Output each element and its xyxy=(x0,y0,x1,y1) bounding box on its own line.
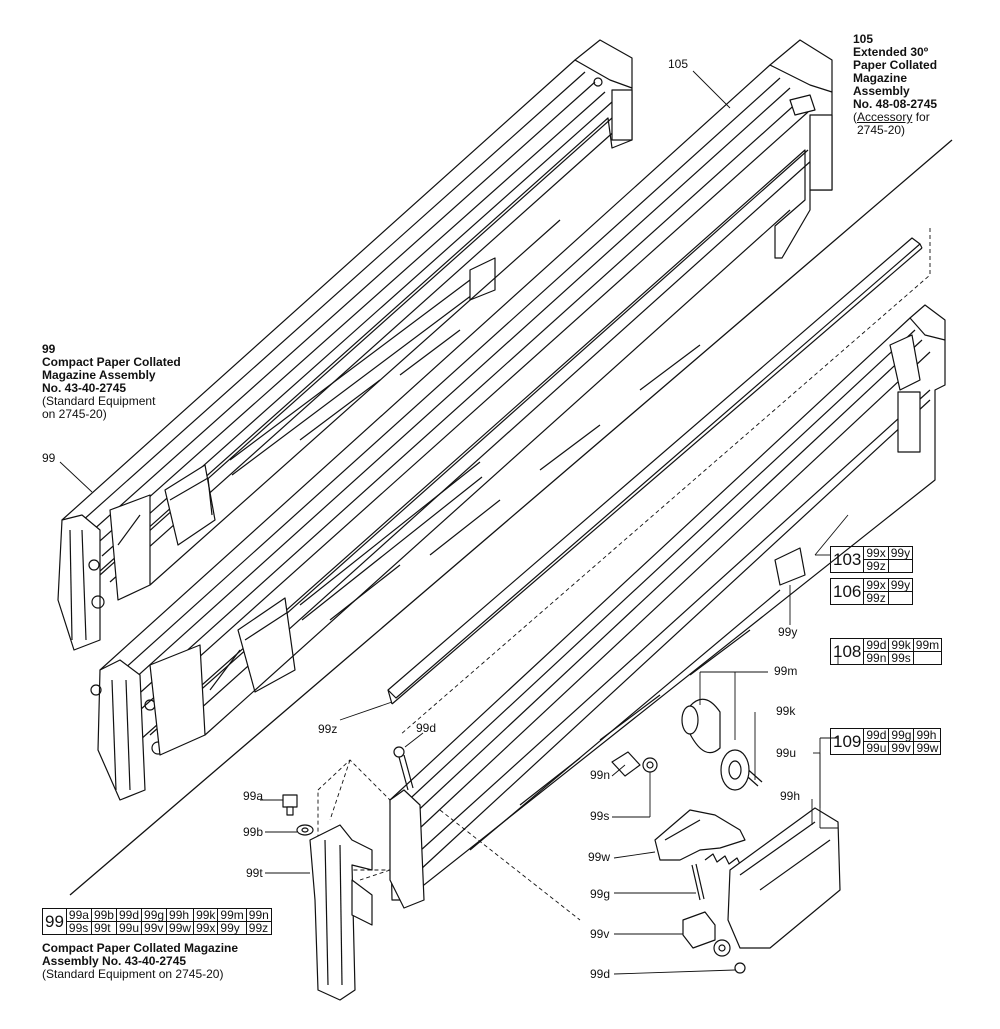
kit-cell: 99d xyxy=(115,908,143,922)
kit-cell: 99k xyxy=(193,908,219,922)
note-99-title-3: No. 43-40-2745 xyxy=(42,381,127,395)
label-99v: 99v xyxy=(590,927,609,941)
label-99k: 99k xyxy=(776,704,796,718)
kit-cell: 99x xyxy=(193,921,219,935)
note-105-sub: (Accessory for xyxy=(853,110,930,124)
kit-cell: 99a xyxy=(65,908,92,922)
note-bottom: Compact Paper Collated Magazine Assembly… xyxy=(42,942,302,981)
label-99w: 99w xyxy=(588,850,610,864)
note-105-sub2: 2745-20) xyxy=(857,123,906,137)
label-99s: 99s xyxy=(590,809,609,823)
note-99-sub-2: on 2745-20) xyxy=(42,407,107,421)
note-99: 99 Compact Paper Collated Magazine Assem… xyxy=(42,343,212,421)
leader-lines xyxy=(59,70,849,975)
note-bottom-title-2: Assembly No. 43-40-2745 xyxy=(42,954,187,968)
note-105-title-3: Magazine xyxy=(853,71,908,85)
label-99y: 99y xyxy=(778,625,797,639)
kit-cell xyxy=(887,559,914,573)
kit-106-id: 106 xyxy=(829,578,865,605)
kit-table-109: 109 99d 99g 99h 99u 99v 99w xyxy=(829,728,942,755)
accessory-link[interactable]: Accessory xyxy=(857,110,913,124)
note-bottom-title-1: Compact Paper Collated Magazine xyxy=(42,941,239,955)
note-105-title-5: No. 48-08-2745 xyxy=(853,97,938,111)
kit-cell: 99v xyxy=(141,921,168,935)
kit-cell: 99g xyxy=(141,908,168,922)
kit-cell: 99d xyxy=(863,728,890,742)
kit-cell: 99z xyxy=(863,591,889,605)
kit-cell: 99u xyxy=(115,921,143,935)
note-105-title-2: Paper Collated xyxy=(853,58,938,72)
kit-cell: 99m xyxy=(217,908,247,922)
kit-table-99: 99 99a 99b 99d 99g 99h 99k 99m 99n 99s 9… xyxy=(42,908,272,935)
note-99-number: 99 xyxy=(42,342,56,356)
label-99d-bottom: 99d xyxy=(590,967,610,981)
kit-cell: 99n xyxy=(863,651,890,665)
kit-cell: 99h xyxy=(913,728,942,742)
kit-cell: 99x xyxy=(863,546,889,560)
kit-cell: 99k xyxy=(888,638,914,652)
magazine-99-drawing xyxy=(57,39,633,651)
note-99-title-2: Magazine Assembly xyxy=(42,368,156,382)
note-99-title-1: Compact Paper Collated xyxy=(42,355,181,369)
kit-table-108: 108 99d 99k 99m 99n 99s xyxy=(829,638,943,665)
label-105: 105 xyxy=(668,57,688,71)
kit-103-id: 103 xyxy=(829,546,865,573)
kit-cell: 99g xyxy=(888,728,915,742)
note-105-title-1: Extended 30º xyxy=(853,45,929,59)
label-99a: 99a xyxy=(243,789,263,803)
note-105-sub-rest: for xyxy=(912,110,930,124)
label-99u: 99u xyxy=(776,746,796,760)
kit-cell: 99y xyxy=(887,578,914,592)
kit-108-id: 108 xyxy=(829,638,865,665)
part-labels: 105 99 99y 99m 99k 99u 99h 99z 99d 99n 9… xyxy=(42,57,800,981)
note-105: 105 Extended 30º Paper Collated Magazine… xyxy=(853,33,973,137)
kit-cell: 99t xyxy=(90,921,117,935)
kit-cell: 99d xyxy=(863,638,890,652)
kit-cell: 99b xyxy=(90,908,117,922)
kit-cell: 99u xyxy=(863,741,890,755)
kit-cell: 99s xyxy=(65,921,92,935)
kit-cell xyxy=(912,651,943,665)
label-99h: 99h xyxy=(780,789,800,803)
kit-cell: 99w xyxy=(166,921,195,935)
note-99-sub-1: (Standard Equipment xyxy=(42,394,156,408)
magazine-exploded-drawing xyxy=(389,304,946,909)
kit-cell: 99x xyxy=(863,578,889,592)
note-bottom-sub: (Standard Equipment on 2745-20) xyxy=(42,967,224,981)
kit-cell: 99w xyxy=(913,741,942,755)
kit-cell xyxy=(887,591,914,605)
small-parts xyxy=(282,698,841,1001)
label-99: 99 xyxy=(42,451,56,465)
note-105-number: 105 xyxy=(853,32,874,46)
label-99m: 99m xyxy=(774,664,797,678)
separator-line xyxy=(69,139,953,896)
label-99b: 99b xyxy=(243,825,263,839)
assembly-dashed-outline xyxy=(317,228,931,921)
kit-109-id: 109 xyxy=(829,728,865,755)
kit-cell: 99z xyxy=(245,921,272,935)
label-99n: 99n xyxy=(590,768,610,782)
kit-cell: 99z xyxy=(863,559,889,573)
kit-table-103: 103 99x 99y 99z xyxy=(829,546,914,573)
label-99t: 99t xyxy=(246,866,263,880)
note-105-title-4: Assembly xyxy=(853,84,910,98)
kit-cell: 99v xyxy=(888,741,915,755)
label-99d-top: 99d xyxy=(416,721,436,735)
kit-table-106: 106 99x 99y 99z xyxy=(829,578,914,605)
kit-cell: 99m xyxy=(912,638,943,652)
kit-99-id: 99 xyxy=(42,908,67,935)
kit-cell: 99n xyxy=(245,908,272,922)
label-99g: 99g xyxy=(590,887,610,901)
kit-cell: 99s xyxy=(888,651,914,665)
rail-99z-drawing xyxy=(387,237,923,705)
kit-cell: 99y xyxy=(887,546,914,560)
kit-cell: 99h xyxy=(166,908,195,922)
kit-cell: 99y xyxy=(217,921,247,935)
magazine-105-drawing xyxy=(90,39,833,801)
label-99z: 99z xyxy=(318,722,337,736)
